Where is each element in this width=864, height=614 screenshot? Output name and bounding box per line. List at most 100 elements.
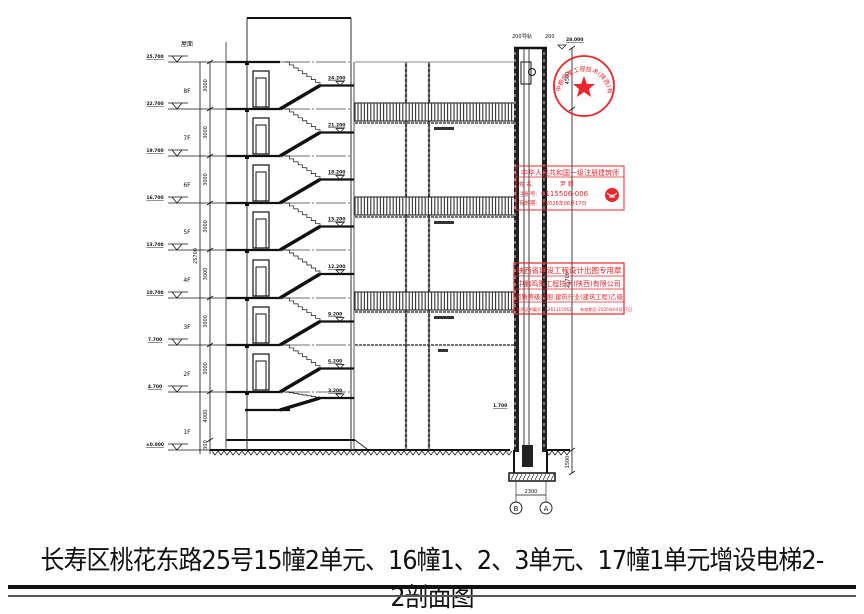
dim-tick	[206, 153, 214, 159]
stair-steps	[285, 202, 321, 227]
door	[252, 164, 270, 202]
dim-tick	[206, 200, 214, 206]
floor-label: 5F	[183, 229, 191, 236]
pit-depth-dim: 1500	[565, 456, 571, 469]
corridor-label-mark	[434, 316, 454, 319]
entrance-steps	[354, 439, 372, 451]
shaft-wall-left	[514, 48, 519, 452]
misc-elevation: 1.700	[493, 403, 507, 409]
dim-tick	[206, 437, 214, 443]
axis-label-b: B	[514, 505, 519, 513]
floor-elevation: 22.700	[146, 101, 163, 107]
design-cert-no: A261115061	[545, 307, 572, 312]
architect-stamp	[515, 165, 625, 211]
guide-rail-label: 导轨	[522, 33, 532, 40]
shaft-height-dim: 25700	[565, 272, 571, 288]
floor-elevation: 19.700	[146, 148, 163, 154]
floor-levels: 1F±0.0002F4.7003F7.7004F10.7005F13.7006F…	[146, 41, 245, 451]
floor-label: 4F	[183, 277, 191, 284]
design-cert-label: 资质证书编号:	[516, 306, 543, 313]
ground-hatch	[211, 450, 513, 456]
shaft-wall-dash	[514, 52, 545, 448]
stair-flight	[279, 366, 321, 394]
floor-label: 1F	[183, 429, 191, 436]
landing-elevation: 12.200	[328, 264, 345, 270]
elevation-marker-icon	[168, 55, 188, 63]
stair-steps	[285, 391, 321, 398]
shaft-top-elevation: 28.000	[566, 37, 583, 43]
corridor-label-mark	[438, 349, 448, 352]
elevation-marker-icon	[335, 222, 345, 227]
door	[252, 306, 270, 344]
floor-elevation: 25.700	[146, 54, 163, 60]
floor-height-label: 3000	[203, 79, 209, 92]
elevation-marker-icon	[168, 102, 188, 110]
design-valid: 有效期至:2026年04月17日	[580, 306, 632, 313]
dim-tick	[568, 45, 576, 51]
dim-tick	[568, 447, 576, 453]
building-section	[210, 17, 571, 456]
dim-tick	[206, 59, 214, 65]
floor-height-label: 3000	[203, 173, 209, 186]
dimension-lines: 2570030040003000300030003000300030003000…	[193, 42, 576, 515]
floor-label: 屋面	[181, 41, 193, 48]
stair-flight	[279, 130, 321, 158]
elevation-marker-icon	[335, 128, 345, 133]
stair-steps	[285, 297, 321, 322]
landing-elevation: 24.200	[328, 76, 345, 82]
architect-name-label: 姓 名:	[519, 180, 534, 188]
floor-height-label: 3000	[203, 362, 209, 375]
elevation-marker-icon	[335, 81, 345, 86]
counterweight-buffer	[522, 445, 533, 467]
stair-steps	[285, 61, 321, 86]
landing-elevation: 3.200	[328, 388, 342, 394]
sheave	[528, 68, 536, 76]
axis-label-a: A	[544, 505, 549, 513]
stair-flight	[279, 83, 321, 111]
elevation-marker-icon	[335, 175, 345, 180]
elevation-marker-icon	[168, 243, 188, 251]
shaft-wall-right	[542, 48, 547, 452]
pit-hatch	[510, 473, 555, 481]
door-inner	[255, 77, 267, 108]
landing-elevation: 18.200	[328, 170, 345, 176]
door	[252, 259, 270, 297]
elevation-marker-icon	[168, 443, 188, 451]
architect-name: 尹 毅	[560, 180, 574, 188]
pit-slab	[508, 472, 556, 482]
width-dim-label: 2300	[525, 489, 538, 495]
corridor-railings	[354, 61, 516, 450]
floor-height-label: 3000	[203, 220, 209, 233]
stair-steps	[285, 108, 321, 133]
stair-flight	[279, 396, 321, 412]
traction-machine	[520, 61, 532, 85]
dim-tick	[206, 295, 214, 301]
wall-thickness-label: 200	[512, 34, 522, 40]
railing-bars	[357, 103, 516, 121]
door	[252, 70, 270, 108]
floor-elevation: 10.700	[146, 290, 163, 296]
stair-steps	[285, 344, 321, 369]
elevation-marker-icon	[168, 291, 188, 299]
slab-node	[245, 155, 249, 159]
door-inner	[255, 360, 267, 391]
dim-tick	[206, 247, 214, 253]
drawing-title: 长寿区桃花东路25号15幢2单元、16幢1、2、3单元、17幢1单元增设电梯2-…	[40, 546, 825, 613]
elevation-marker-icon	[335, 269, 345, 275]
floor-height-label: 4000	[203, 410, 209, 423]
slab-node	[245, 61, 249, 65]
dim-tick	[206, 389, 214, 395]
floor-height-label: 3000	[203, 268, 209, 281]
door-inner	[255, 124, 267, 155]
landing-elevation: 9.200	[328, 312, 342, 318]
landing-elevation: 6.200	[328, 359, 342, 365]
total-height-label: 25700	[193, 248, 199, 264]
stair-flight	[279, 272, 321, 300]
door	[252, 211, 270, 249]
stair-flight	[279, 319, 321, 347]
dim-tick	[206, 342, 214, 348]
wall-thickness-label: 200	[545, 34, 555, 40]
section-drawing: 1F±0.0002F4.7003F7.7004F10.7005F13.7006F…	[0, 0, 632, 515]
corridor-label-mark	[434, 127, 454, 130]
design-stamp-company: 中鹏鸣策工程技术(陕西)有限公司	[517, 279, 620, 288]
